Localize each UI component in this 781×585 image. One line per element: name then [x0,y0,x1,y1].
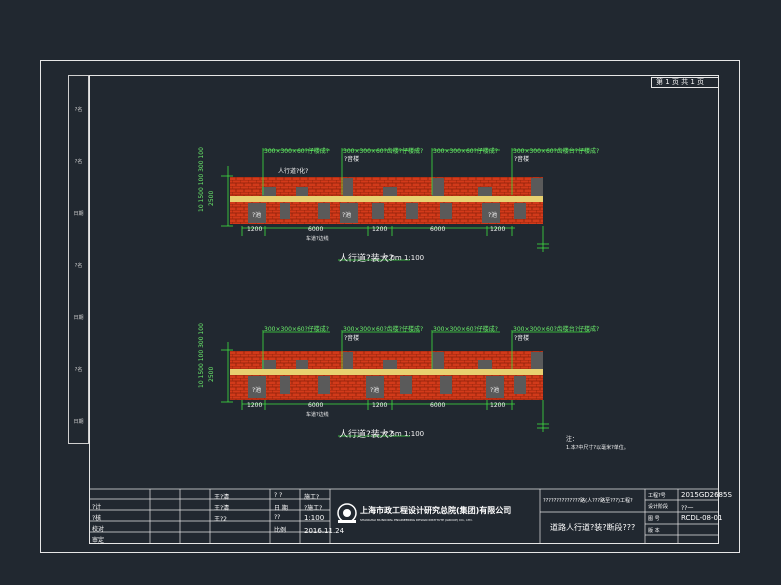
titleblock-grid [89,488,719,544]
carriageway-edge-label: 车道?边线 [306,412,329,418]
scale-value: 1:100 [304,514,325,522]
field-value: ?施工? [304,505,323,512]
side-strip: ?名 ?名 日期 ?名 日期 ?名 日期 [68,75,89,444]
total-dimension: 2500 [208,190,215,206]
dimension-lines [221,148,590,261]
drawing-no: RCDL-08-01 [681,514,723,522]
sand-strip [230,369,543,375]
drawing-scale: -?.5m 1:100 [382,430,425,438]
sub-label: ?音楼 [344,335,360,342]
company-name-cn: 上海市政工程设计研究总院(集团)有限公司 [360,506,512,515]
carriageway-edge-label: 车道?边线 [306,236,329,242]
role-label: 校对 [92,526,105,533]
field-label: 比例 [274,527,287,534]
drawing-scale: -?.0m 1:100 [382,254,425,262]
dimension-value: 1200 [247,402,263,409]
side-cell: ?名 [74,263,83,269]
plan-drawing-1 [221,148,590,261]
company-logo [337,503,357,523]
project-no: 2015GD2685S [681,491,732,499]
field-label: ? ? [274,492,283,499]
tree-pit-blocks [248,352,543,398]
total-dimension: 2500 [208,366,215,382]
notes-title: 注： [566,436,579,443]
dimension-value: 1200 [247,226,263,233]
side-cell: ?名 [74,159,83,165]
company-name-en: SHANGHAI MUNICIPAL ENGINEERING DESIGN IN… [360,518,473,522]
material-label: 300×300×60?齿楼?仔楼成? [343,148,424,155]
tree-pit-label: ?池 [490,387,500,394]
side-cell: 日期 [73,211,84,217]
role-label: ?计 [92,504,102,511]
person-name: 王?2 [214,516,228,523]
material-label: 300×300×60?仔楼成? [433,326,498,333]
dimension-value: 1200 [490,226,506,233]
drawing-title: 道路人行道?装?断段??? [550,523,636,532]
dimension-lines [221,330,590,437]
outer-frame [40,60,740,553]
drawing-caption: 人行道?装大? [339,254,394,264]
role-label: 审定 [92,537,105,544]
stage-label: 设计阶段 [648,504,669,510]
tree-pit-blocks [248,178,543,223]
person-name: 王?清 [214,505,230,512]
sheet-number-box: 第 1 页 共 1 页 [651,77,719,88]
tree-pit-label: ?池 [342,212,352,219]
side-cell: ?名 [74,107,83,113]
material-label: 300×300×60?齿楼?仔楼成? [343,326,424,333]
sub-label: ?音楼 [344,156,360,163]
inner-frame [89,75,719,544]
tree-pit-label: ?池 [370,387,380,394]
stage-value: ??一 [681,505,694,512]
sand-strip [230,196,543,202]
dimension-value: 1200 [372,402,388,409]
notes-line: 1.本?中尺寸?以毫米?单位。 [566,445,629,451]
tree-pit-label: ?池 [488,212,498,219]
dimension-value: 6000 [308,226,324,233]
field-value: 施工? [304,494,320,501]
material-label: 300×300×60?仔楼成? [264,148,329,155]
dimension-value: 1200 [490,402,506,409]
drawing-caption: 人行道?装大? [339,430,394,440]
plan-drawing-2 [221,330,590,437]
project-name: ??????????????路(人???路至???)工程? [543,498,633,504]
material-label: 300×300×60?齿楼台?仔楼成? [513,148,600,155]
material-label: 300×300×60?仔楼成? [433,148,498,155]
material-label: 300×300×60?齿楼台?仔楼成? [513,326,600,333]
dimension-value: 6000 [430,402,446,409]
side-cell: 日期 [73,419,84,425]
project-no-label: 工程?号 [648,493,666,499]
sub-label: 人行道?化? [278,168,309,175]
dimension-value: 6000 [430,226,446,233]
field-label: ?? [274,514,281,521]
left-dimension: 10 1500 100 300 100 [198,147,205,212]
person-name: 王?清 [214,494,230,501]
date-value: 2016.11.24 [304,527,345,535]
side-cell: 日期 [73,315,84,321]
role-label: ?核 [92,515,102,522]
dimension-value: 6000 [308,402,324,409]
material-label: 300×300×60?仔楼成? [264,326,329,333]
field-label: 日 期 [274,505,288,512]
side-cell: ?名 [74,367,83,373]
sub-label: ?音楼 [514,156,530,163]
version-label: 版 本 [648,528,660,534]
sub-label: ?音楼 [514,335,530,342]
drawing-no-label: 图 号 [648,516,660,522]
tree-pit-label: ?池 [252,387,262,394]
tree-pit-label: ?池 [252,212,262,219]
left-dimension: 10 1500 100 300 100 [198,323,205,388]
dimension-value: 1200 [372,226,388,233]
